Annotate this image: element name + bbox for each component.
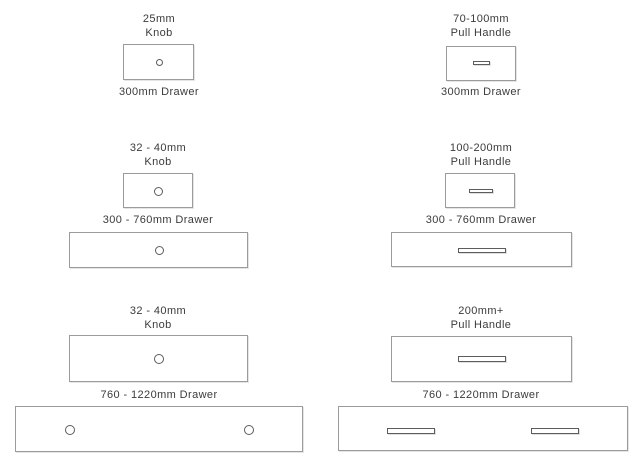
pull-handle-70-100mm-icon xyxy=(473,61,490,65)
knob-32-40mm-icon xyxy=(154,354,164,364)
pull-medium-drawer-label: 300 - 760mm Drawer xyxy=(381,214,581,228)
knob-small-drawer-label: 300mm Drawer xyxy=(59,86,259,100)
pull-medium-type-text: Pull Handle xyxy=(450,155,512,168)
knob-32-40mm-icon xyxy=(155,246,164,255)
drawer-front-760-1220mm-pull xyxy=(338,406,628,451)
pull-large-type-text: Pull Handle xyxy=(450,318,512,331)
pull-small-hardware-label: 70-100mm Pull Handle xyxy=(381,13,581,40)
knob-small-hardware-label: 25mm Knob xyxy=(59,13,259,40)
knob-32-40mm-icon xyxy=(65,425,75,435)
drawer-front-300-760mm-pull xyxy=(391,232,572,267)
pull-small-drawer-label: 300mm Drawer xyxy=(381,86,581,100)
pull-handle-200mm-icon xyxy=(387,428,435,434)
pull-handle-200mm-icon xyxy=(531,428,579,434)
knob-small-drawer-text: 300mm Drawer xyxy=(119,86,199,98)
pull-large-drawer-label: 760 - 1220mm Drawer xyxy=(381,389,581,403)
knob-medium-type-text: Knob xyxy=(144,155,172,168)
knob-large-drawer-text: 760 - 1220mm Drawer xyxy=(100,389,218,401)
knob-medium-drawer-label: 300 - 760mm Drawer xyxy=(58,214,258,228)
drawer-front-300mm-pull xyxy=(446,46,516,81)
knob-small-size-text: 25mm xyxy=(142,13,176,25)
pull-large-hardware-label: 200mm+ Pull Handle xyxy=(381,305,581,332)
pull-small-size-text: 70-100mm xyxy=(453,13,509,25)
hardware-swatch-pull-medium xyxy=(445,173,515,208)
knob-medium-drawer-text: 300 - 760mm Drawer xyxy=(102,214,214,226)
pull-small-type-text: Pull Handle xyxy=(450,26,512,39)
hardware-swatch-knob-medium xyxy=(123,173,193,208)
knob-large-drawer-label: 760 - 1220mm Drawer xyxy=(59,389,259,403)
knob-25mm-icon xyxy=(156,59,163,66)
pull-handle-200mm-icon xyxy=(458,356,506,362)
knob-large-type-text: Knob xyxy=(144,318,172,331)
pull-medium-size-text: 100-200mm xyxy=(449,142,513,154)
pull-handle-100-200mm-icon xyxy=(469,189,493,193)
hardware-swatch-pull-large xyxy=(391,336,572,382)
pull-handle-100-200mm-icon xyxy=(458,248,506,253)
hardware-swatch-knob-large xyxy=(69,335,248,382)
pull-large-size-text: 200mm+ xyxy=(458,305,504,317)
knob-large-size-text: 32 - 40mm xyxy=(129,305,187,317)
pull-medium-drawer-text: 300 - 760mm Drawer xyxy=(425,214,537,226)
pull-medium-hardware-label: 100-200mm Pull Handle xyxy=(381,142,581,169)
drawer-front-300mm-knob xyxy=(123,44,194,80)
knob-small-type-text: Knob xyxy=(145,26,173,39)
drawer-front-300-760mm-knob xyxy=(69,232,248,268)
knob-large-hardware-label: 32 - 40mm Knob xyxy=(58,305,258,332)
drawer-front-760-1220mm-knob xyxy=(15,406,303,452)
pull-small-drawer-text: 300mm Drawer xyxy=(441,86,521,98)
pull-large-drawer-text: 760 - 1220mm Drawer xyxy=(422,389,540,401)
knob-medium-size-text: 32 - 40mm xyxy=(129,142,187,154)
knob-32-40mm-icon xyxy=(154,187,163,196)
knob-32-40mm-icon xyxy=(244,425,254,435)
knob-medium-hardware-label: 32 - 40mm Knob xyxy=(58,142,258,169)
